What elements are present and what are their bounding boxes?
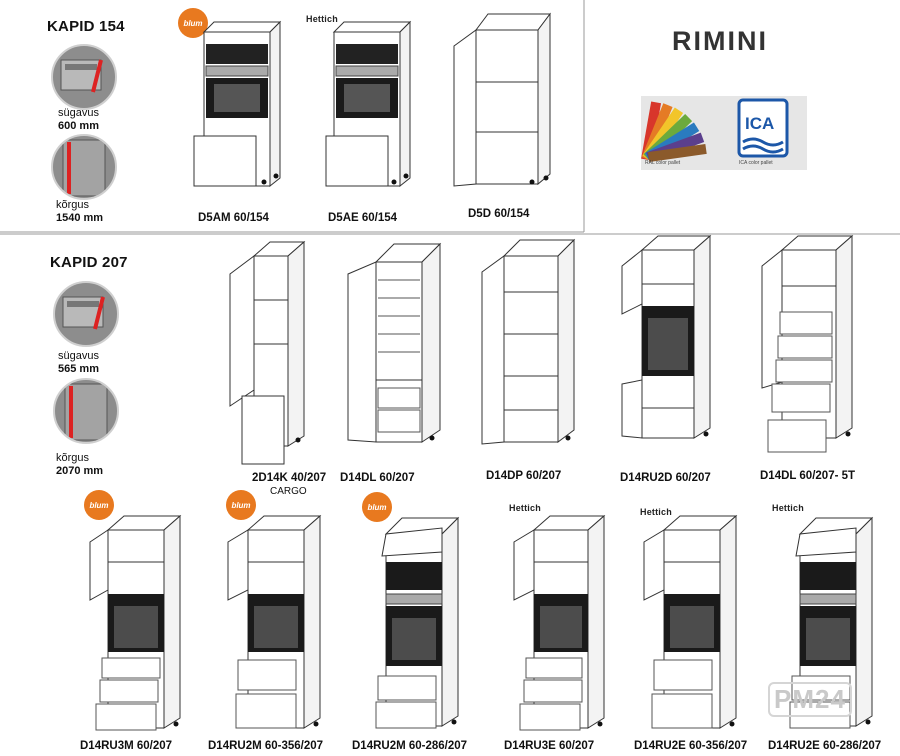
cabinet-d14ru3e: [513, 514, 606, 731]
cabinet-d5ae: [325, 20, 412, 188]
section-title-kapid-154: KAPID 154: [47, 18, 125, 35]
cabinet-2d14k: [229, 240, 306, 465]
depth-value-154: 600 mm: [58, 120, 99, 132]
cabinet-label: D14DL 60/207- 5T: [760, 470, 856, 482]
cabinet-label: D14RU2M 60-356/207: [208, 740, 324, 752]
height-value-154: 1540 mm: [56, 212, 104, 224]
cabinet-label: D14RU2E 60-356/207: [634, 740, 748, 752]
cabinet-label: D14RU2M 60-286/207: [352, 740, 468, 752]
color-pallet-logo: ICA RAL color pallet ICA color pallet: [641, 96, 807, 170]
cabinet-label: D5AM 60/154: [198, 212, 269, 224]
cabinet-label: 2D14K 40/207: [252, 472, 327, 484]
cabinet-d14ru2m-286: [375, 516, 460, 729]
cabinet-label: D14RU2D 60/207: [620, 472, 711, 484]
cabinet-d14ru3m: [89, 514, 182, 731]
cabinet-d5am: [193, 20, 282, 188]
ica-caption: ICA color pallet: [739, 160, 773, 166]
ica-logo-text: ICA: [745, 114, 775, 133]
cabinet-label: D14DP 60/207: [486, 470, 562, 482]
blum-badge: blum: [84, 490, 114, 520]
ral-caption: RAL color pallet: [645, 160, 681, 166]
cabinet-label: D14RU3M 60/207: [80, 740, 173, 752]
ral-fan-icon: [641, 98, 789, 162]
depth-illustration-154: [51, 44, 117, 110]
hettich-badge: Hettich: [772, 503, 804, 513]
cabinet-d5d: [453, 12, 551, 187]
height-illustration-207: [53, 378, 119, 444]
hettich-badge: Hettich: [640, 507, 672, 517]
cabinet-label: D5AE 60/154: [328, 212, 398, 224]
cabinet-label: D14RU2E 60-286/207: [768, 740, 882, 752]
cabinet-d14dl: [347, 242, 442, 443]
cabinet-d14dp: [481, 238, 576, 445]
hettich-badge: Hettich: [306, 14, 338, 24]
depth-label-154: sügavus: [58, 107, 99, 119]
cabinet-label: D5D 60/154: [468, 208, 530, 220]
height-label-207: kõrgus: [56, 452, 90, 464]
height-label-154: kõrgus: [56, 199, 90, 211]
brand-title: RIMINI: [672, 26, 768, 56]
blum-badge: blum: [178, 8, 208, 38]
depth-label-207: sügavus: [58, 350, 99, 362]
cabinet-label: D14RU3E 60/207: [504, 740, 595, 752]
height-illustration-154: [51, 134, 117, 200]
cabinet-d14ru2e-356: [643, 514, 738, 729]
cabinet-sublabel: CARGO: [270, 486, 307, 497]
section-title-kapid-207: KAPID 207: [50, 254, 128, 271]
watermark-logo: PM24: [768, 682, 852, 717]
cabinet-label: D14DL 60/207: [340, 472, 415, 484]
depth-value-207: 565 mm: [58, 363, 99, 375]
cabinet-d14ru2e-286: [789, 516, 874, 729]
cabinet-d14ru2d: [621, 234, 712, 439]
hettich-badge: Hettich: [509, 503, 541, 513]
cabinet-d14ru2m-356: [227, 514, 322, 729]
blum-badge: blum: [362, 492, 392, 522]
height-value-207: 2070 mm: [56, 465, 104, 477]
depth-illustration-207: [53, 281, 119, 347]
blum-badge: blum: [226, 490, 256, 520]
cabinet-d14dl-5t: [761, 234, 854, 453]
